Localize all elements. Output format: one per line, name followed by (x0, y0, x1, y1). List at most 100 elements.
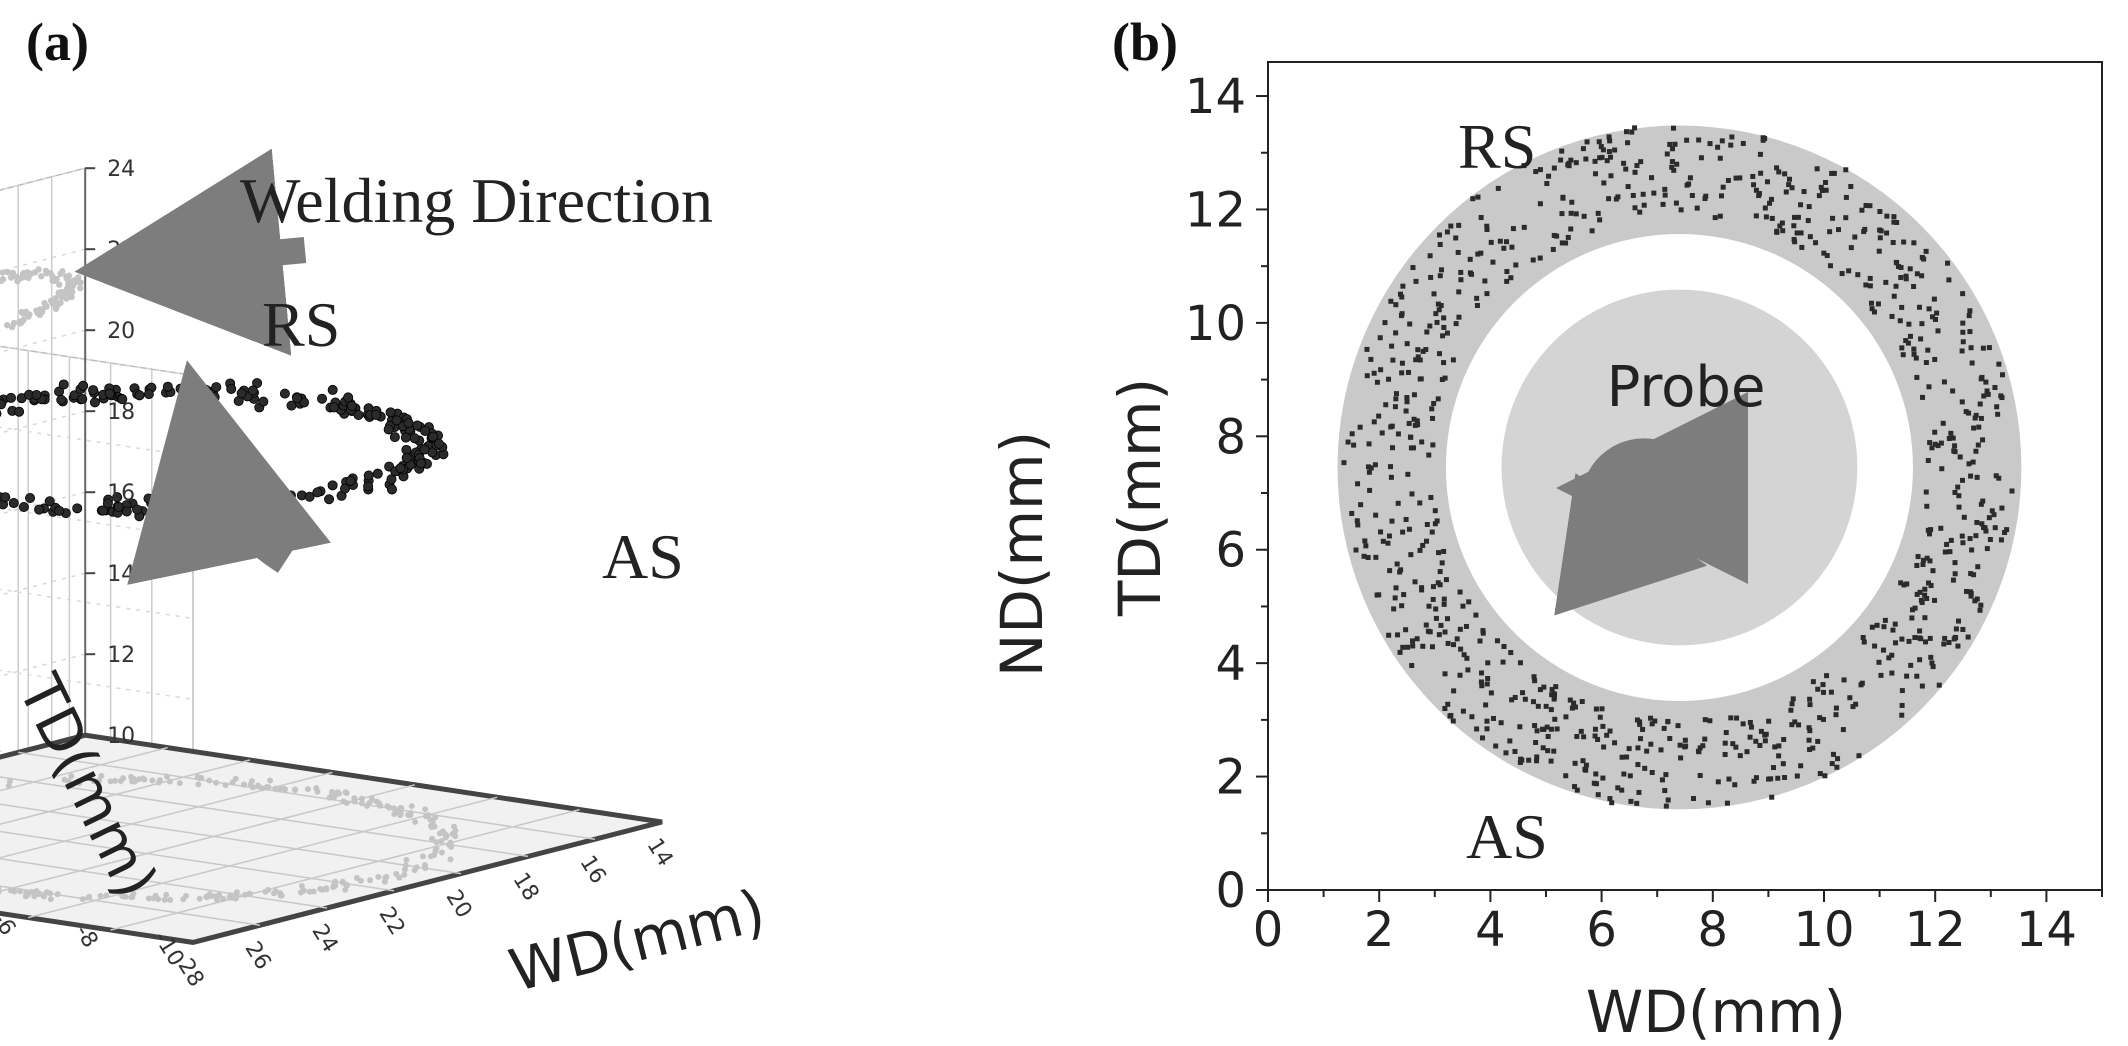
data-point (1478, 250, 1484, 256)
data-point (1428, 274, 1434, 280)
data-point (1934, 310, 1940, 316)
data-point (1533, 740, 1539, 746)
data-point (1932, 356, 1938, 362)
data-point (1551, 691, 1557, 697)
data-point (1606, 196, 1612, 202)
data-point (1445, 640, 1451, 646)
data-point-3d (191, 502, 202, 513)
data-point (1724, 800, 1730, 806)
data-point (1824, 253, 1830, 259)
data-point (1388, 298, 1394, 304)
data-point (1488, 690, 1494, 696)
floor-projection-point (120, 775, 127, 782)
data-point (1909, 607, 1915, 613)
data-point (1574, 733, 1580, 739)
data-point (1930, 568, 1936, 574)
floor-projection-point (364, 802, 371, 809)
data-point (1640, 191, 1646, 197)
data-point (1480, 630, 1486, 636)
data-point-3d (132, 504, 143, 515)
data-point (1353, 547, 1359, 553)
data-point (1412, 579, 1418, 585)
data-point (1993, 473, 1999, 479)
data-point (1932, 441, 1938, 447)
data-point (1530, 699, 1536, 705)
data-point (1748, 724, 1754, 730)
data-point (1914, 591, 1920, 597)
data-point (1967, 308, 1973, 314)
data-point (1667, 141, 1673, 147)
data-point (1839, 271, 1845, 277)
data-point (1399, 370, 1405, 376)
data-point-3d (292, 393, 303, 404)
floor-projection-point (195, 781, 202, 788)
data-point (1960, 329, 1966, 335)
data-point (1578, 728, 1584, 734)
data-point (1458, 277, 1464, 283)
wall-projection-point (7, 274, 15, 281)
panel-b-label: (b) (1112, 12, 1178, 72)
data-point-3d (242, 500, 253, 511)
data-point (1573, 211, 1579, 217)
data-point (1553, 684, 1559, 690)
data-point (1661, 725, 1667, 731)
data-point (1399, 360, 1405, 366)
data-point (1637, 209, 1643, 215)
data-point (1766, 718, 1772, 724)
wall-projection-point (56, 281, 63, 288)
data-point (1973, 533, 1979, 539)
data-point (1782, 775, 1788, 781)
data-point (1950, 577, 1956, 583)
data-point (1923, 639, 1929, 645)
data-point (1907, 266, 1913, 272)
floor-projection-point (390, 805, 397, 812)
data-point (1526, 757, 1532, 763)
floor-projection-point (206, 777, 213, 784)
floor-projection-point (298, 883, 305, 890)
data-point (1442, 629, 1448, 635)
data-point (1507, 738, 1513, 744)
floor-projection-point (436, 830, 443, 837)
data-point-3d (165, 502, 176, 513)
data-point (1916, 304, 1922, 310)
data-point (1593, 781, 1599, 787)
data-point (1847, 695, 1853, 701)
data-point (1932, 429, 1938, 435)
data-point (1615, 785, 1621, 791)
data-point (1599, 706, 1605, 712)
data-point-3d (327, 384, 338, 395)
data-point-3d (186, 388, 197, 399)
floor-projection-point (228, 892, 235, 899)
data-point (1442, 375, 1448, 381)
data-point (1490, 259, 1496, 265)
data-point (1917, 628, 1923, 634)
data-point (1920, 557, 1926, 563)
floor-projection-point (397, 805, 404, 812)
wall-projection-point (66, 278, 73, 285)
data-point (1391, 606, 1397, 612)
data-point-3d (317, 393, 328, 404)
data-point (1490, 715, 1496, 721)
data-point (1403, 516, 1409, 522)
data-point (1970, 459, 1976, 465)
data-point (1694, 205, 1700, 211)
data-point (1926, 384, 1932, 390)
data-point (1480, 628, 1486, 634)
data-point (1341, 460, 1347, 466)
data-point (1651, 190, 1657, 196)
data-point (1877, 209, 1883, 215)
floor-projection-point (277, 892, 284, 899)
data-point (2009, 488, 2015, 494)
data-point (1609, 800, 1615, 806)
data-point (1686, 181, 1692, 187)
data-point (1786, 182, 1792, 188)
data-point (1780, 761, 1786, 767)
data-point (1781, 736, 1787, 742)
data-point (1606, 149, 1612, 155)
data-point-3d (18, 501, 29, 512)
data-point (1625, 140, 1631, 146)
data-point (1460, 708, 1466, 714)
data-point (1702, 736, 1708, 742)
floor-projection-point (229, 779, 236, 786)
